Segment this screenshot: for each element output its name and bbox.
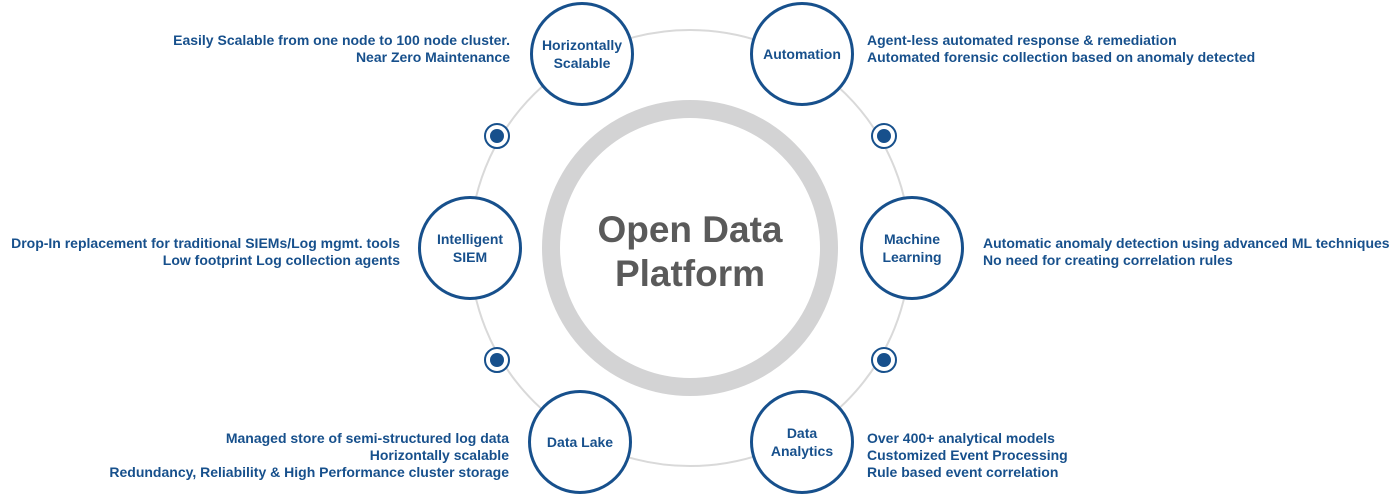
center-title-line2: Platform <box>614 253 766 294</box>
desc-line: Customized Event Processing <box>867 447 1068 463</box>
node-horizontally-scalable: Horizontally Scalable <box>530 2 634 106</box>
node-label-line1: Horizontally <box>541 37 623 53</box>
center-title-line1: Open Data <box>597 209 783 250</box>
center-title: Open Data Platform <box>560 208 820 296</box>
desc-line: Redundancy, Reliability & High Performan… <box>109 464 509 480</box>
desc-line: Easily Scalable from one node to 100 nod… <box>173 32 510 48</box>
desc-line: Horizontally scalable <box>369 447 509 463</box>
desc-line: Low footprint Log collection agents <box>162 252 400 268</box>
node-intelligent-siem: Intelligent SIEM <box>418 196 522 300</box>
node-machine-learning: Machine Learning <box>860 196 964 300</box>
desc-line: Managed store of semi-structured log dat… <box>225 430 509 446</box>
node-label-line1: Data Lake <box>546 434 614 450</box>
desc-data-analytics: Over 400+ analytical models Customized E… <box>867 430 1068 481</box>
desc-line: Agent-less automated response & remediat… <box>867 32 1177 48</box>
center-ring <box>542 100 838 396</box>
node-automation: Automation <box>750 2 854 106</box>
node-data-analytics: Data Analytics <box>750 390 854 494</box>
connector-dot-upper-right <box>871 123 897 149</box>
node-label-line2: Scalable <box>553 55 611 71</box>
desc-line: No need for creating correlation rules <box>983 252 1233 268</box>
desc-line: Over 400+ analytical models <box>867 430 1055 446</box>
node-label-line2: Analytics <box>770 443 834 459</box>
node-label-line1: Data <box>786 425 818 441</box>
desc-intelligent-siem: Drop-In replacement for traditional SIEM… <box>11 235 400 269</box>
node-label-line2: SIEM <box>452 249 488 265</box>
desc-line: Automatic anomaly detection using advanc… <box>983 235 1390 251</box>
node-label-line2: Learning <box>882 249 942 265</box>
desc-data-lake: Managed store of semi-structured log dat… <box>109 430 509 481</box>
desc-line: Rule based event correlation <box>867 464 1059 480</box>
connector-dot-lower-right <box>871 347 897 373</box>
desc-line: Automated forensic collection based on a… <box>867 49 1256 65</box>
connector-dot-upper-left <box>484 123 510 149</box>
desc-line: Drop-In replacement for traditional SIEM… <box>11 235 400 251</box>
node-label-line1: Automation <box>763 46 841 62</box>
connector-dot-lower-left <box>484 347 510 373</box>
desc-line: Near Zero Maintenance <box>355 49 510 65</box>
desc-machine-learning: Automatic anomaly detection using advanc… <box>983 235 1390 269</box>
desc-automation: Agent-less automated response & remediat… <box>867 32 1255 66</box>
node-data-lake: Data Lake <box>528 390 632 494</box>
node-label-line1: Intelligent <box>436 231 504 247</box>
desc-horizontally-scalable: Easily Scalable from one node to 100 nod… <box>173 32 510 66</box>
node-label-line1: Machine <box>883 231 940 247</box>
